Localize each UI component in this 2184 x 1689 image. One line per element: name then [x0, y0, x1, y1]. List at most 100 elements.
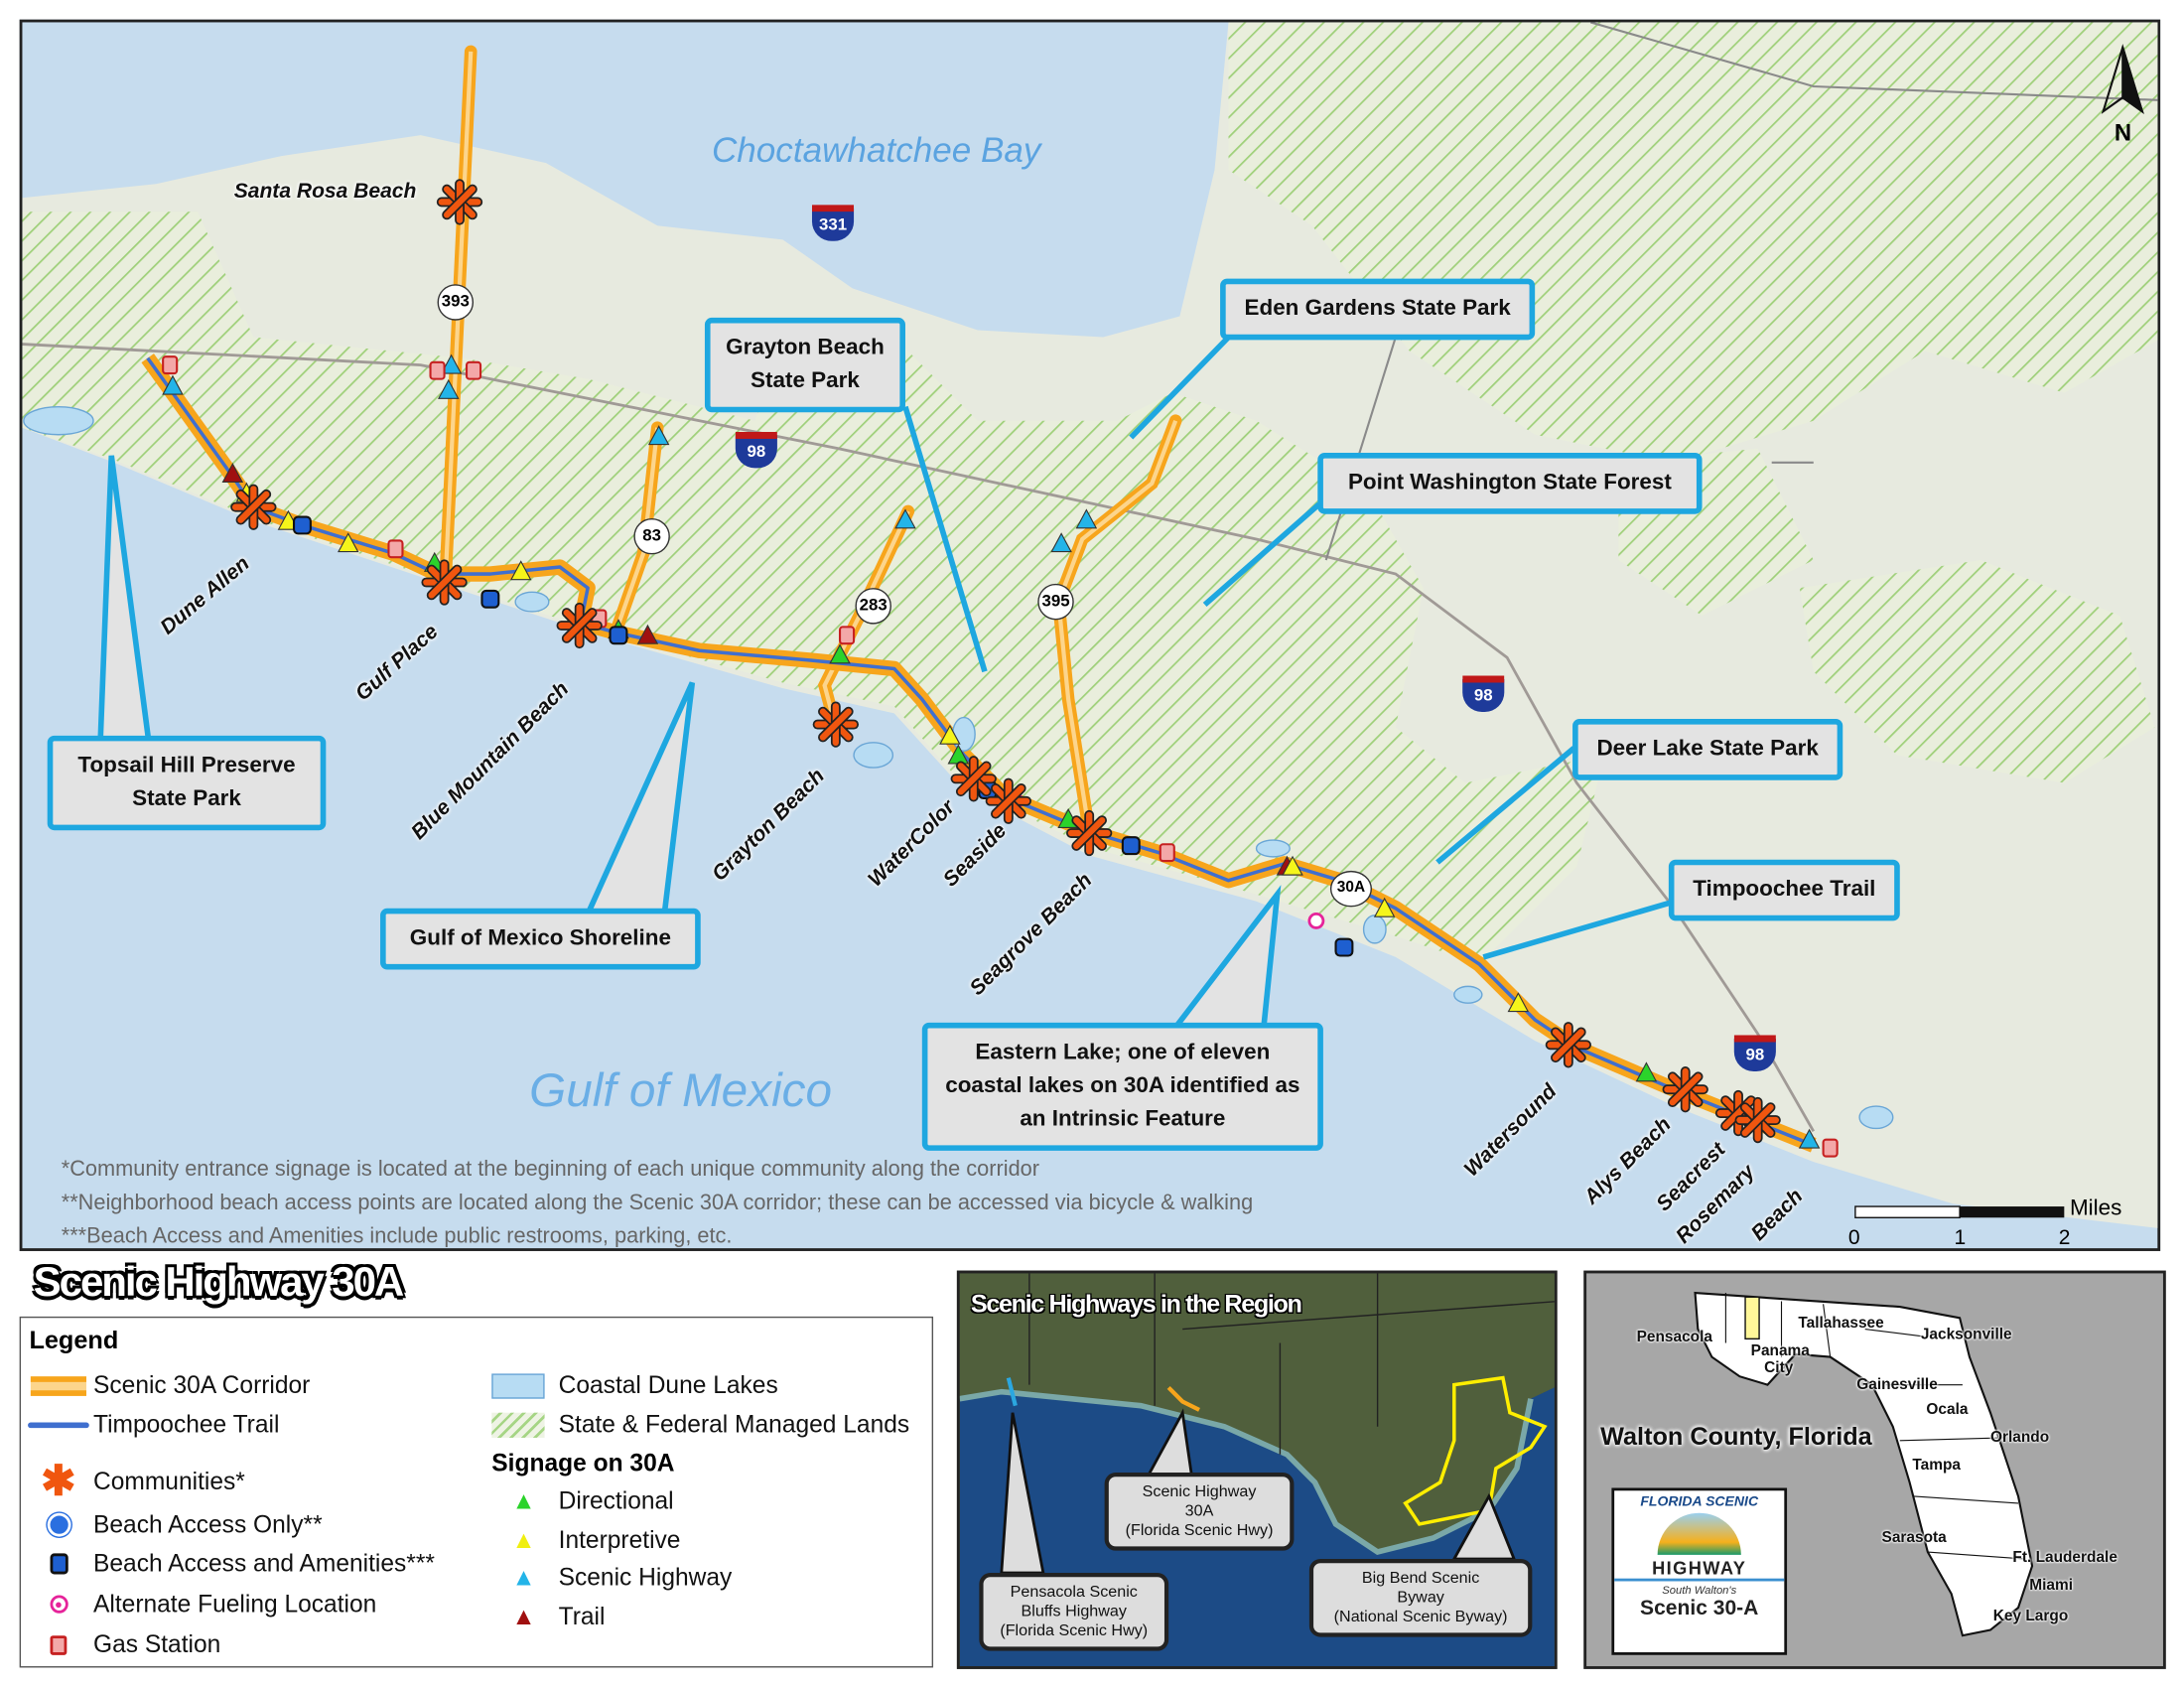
city-label: Orlando	[1989, 1429, 2050, 1447]
beach-amenities-icon	[292, 515, 312, 535]
city-label: Jacksonville	[1920, 1326, 2012, 1343]
beach-amenities-icon	[480, 589, 500, 609]
legend-title: Legend	[29, 1326, 119, 1354]
callout-eden-gardens: Eden Gardens State Park	[1220, 278, 1536, 341]
legend-label: Timpoochee Trail	[93, 1409, 280, 1438]
florida-scenic-highway-logo: FLORIDA SCENIC HIGHWAY South Walton's Sc…	[1611, 1487, 1788, 1655]
gulf-label: Gulf of Mexico	[529, 1063, 833, 1118]
scale-bar	[1854, 1205, 2065, 1218]
map-canvas	[22, 22, 2158, 1228]
legend-fueling: Alternate Fueling Location	[27, 1589, 377, 1619]
legend-corridor: Scenic 30A Corridor	[27, 1370, 311, 1400]
scale-unit: Miles	[2069, 1196, 2122, 1221]
legend-dune-lakes: Coastal Dune Lakes	[491, 1370, 778, 1400]
legend-label: Coastal Dune Lakes	[558, 1370, 778, 1399]
choctawhatchee-bay	[22, 22, 1229, 338]
legend-label: Gas Station	[93, 1629, 221, 1658]
directional-sign-icon	[829, 643, 851, 664]
legend-label: Beach Access Only**	[93, 1509, 323, 1538]
city-label: Miami	[2029, 1577, 2074, 1595]
beach-amenities-icon	[1334, 937, 1354, 957]
coastal-dune-lakes	[23, 405, 1894, 1130]
legend-sign-trail: ▲ Trail	[491, 1603, 605, 1631]
community-star-icon[interactable]	[950, 756, 997, 802]
sr-395-shield: 395	[1037, 583, 1074, 621]
legend-beach-amenities: Beach Access and Amenities***	[27, 1549, 435, 1578]
beach-amenities-icon	[609, 626, 628, 645]
directional-sign-icon	[1635, 1061, 1658, 1082]
legend-sign-scenic: ▲Scenic Highway	[491, 1563, 732, 1592]
trail-sign-icon	[221, 463, 244, 484]
scenic-sign-icon	[1050, 532, 1072, 553]
fueling-icon	[49, 1595, 68, 1614]
scenic-sign-icon	[1798, 1128, 1821, 1149]
legend-label: State & Federal Managed Lands	[558, 1409, 910, 1438]
city-label: Key Largo	[1992, 1608, 2069, 1624]
community-star-icon: ✱	[41, 1459, 76, 1505]
interpretive-sign-icon	[939, 724, 961, 745]
footnote: *Community entrance signage is located a…	[61, 1157, 1040, 1182]
florida-inset-title: Walton County, Florida	[1600, 1422, 1872, 1451]
gas-station-icon	[50, 1634, 68, 1655]
sun-logo-icon	[1657, 1512, 1741, 1555]
us-98-shield: 98	[1462, 675, 1505, 712]
managed-lands	[22, 211, 1605, 964]
legend-trail: Timpoochee Trail	[27, 1409, 280, 1439]
interpretive-sign-icon	[509, 560, 532, 581]
community-star-icon[interactable]	[436, 179, 483, 225]
beach-access-icon	[49, 1515, 68, 1534]
city-label: Panama City	[1750, 1342, 1810, 1377]
interpretive-sign-icon	[338, 532, 359, 553]
gas-station-icon	[1159, 843, 1175, 863]
north-label: N	[2114, 119, 2132, 147]
community-star-icon[interactable]	[985, 777, 1031, 824]
community-star-icon[interactable]	[1545, 1022, 1591, 1068]
map-title: Scenic Highway 30A	[33, 1259, 405, 1306]
sr-83-shield: 83	[633, 517, 670, 555]
community-star-icon[interactable]	[556, 602, 603, 649]
santa-rosa-beach-label: Santa Rosa Beach	[233, 179, 417, 204]
us-98-shield: 98	[1733, 1035, 1776, 1071]
legend-managed-lands: State & Federal Managed Lands	[491, 1410, 909, 1439]
scenic-sign-icon	[1075, 508, 1098, 529]
community-star-icon[interactable]	[812, 701, 859, 748]
florida-inset-map: Pensacola Panama City Tallahassee Jackso…	[1583, 1270, 2166, 1669]
callout-gulf-shoreline: Gulf of Mexico Shoreline	[380, 908, 701, 970]
florida-outline	[1694, 1291, 2034, 1637]
legend-label: Beach Access and Amenities***	[93, 1549, 435, 1578]
legend-label: Communities*	[93, 1467, 245, 1495]
legend-label: Scenic Highway	[558, 1563, 733, 1592]
legend-beach-access: Beach Access Only**	[27, 1510, 323, 1539]
region-inset-map: Scenic Highways in the Region Scenic Hig…	[956, 1270, 1558, 1669]
fueling-icon	[1307, 913, 1325, 929]
county-road	[1324, 22, 2158, 561]
city-label: Pensacola	[1636, 1329, 1712, 1346]
trail-triangle-icon: ▲	[511, 1602, 536, 1630]
main-map[interactable]: Choctawhatchee Bay Gulf of Mexico Santa …	[19, 19, 2161, 1251]
us-331-shield: 331	[811, 205, 855, 241]
callout-pointers	[97, 335, 1672, 1035]
managed-lands	[1799, 560, 2155, 783]
callout-grayton-beach-state-park: Grayton Beach State Park	[704, 317, 905, 413]
legend-communities: ✱ Communities*	[27, 1458, 245, 1506]
community-star-icon[interactable]	[421, 559, 468, 606]
interpretive-triangle-icon: ▲	[511, 1525, 536, 1554]
community-star-icon[interactable]	[1066, 809, 1113, 857]
legend-label: Scenic 30A Corridor	[93, 1370, 311, 1399]
footnote: ***Beach Access and Amenities include pu…	[61, 1224, 733, 1249]
legend-label: Trail	[558, 1602, 606, 1630]
callout-timpoochee-trail: Timpoochee Trail	[1668, 859, 1900, 921]
community-star-icon[interactable]	[230, 484, 277, 530]
city-label: Ft. Lauderdale	[2012, 1549, 2117, 1567]
scale-tick: 1	[1954, 1225, 1967, 1250]
legend-label: Alternate Fueling Location	[93, 1589, 377, 1618]
managed-lands	[1228, 22, 2158, 463]
bay-label: Choctawhatchee Bay	[711, 130, 1041, 171]
legend-panel: Legend Scenic 30A Corridor Timpoochee Tr…	[19, 1316, 934, 1668]
beach-amenities-icon	[1121, 836, 1141, 856]
community-star-icon[interactable]	[1734, 1096, 1781, 1144]
community-star-icon[interactable]	[1662, 1066, 1708, 1113]
signage-title: Signage on 30A	[491, 1449, 675, 1478]
